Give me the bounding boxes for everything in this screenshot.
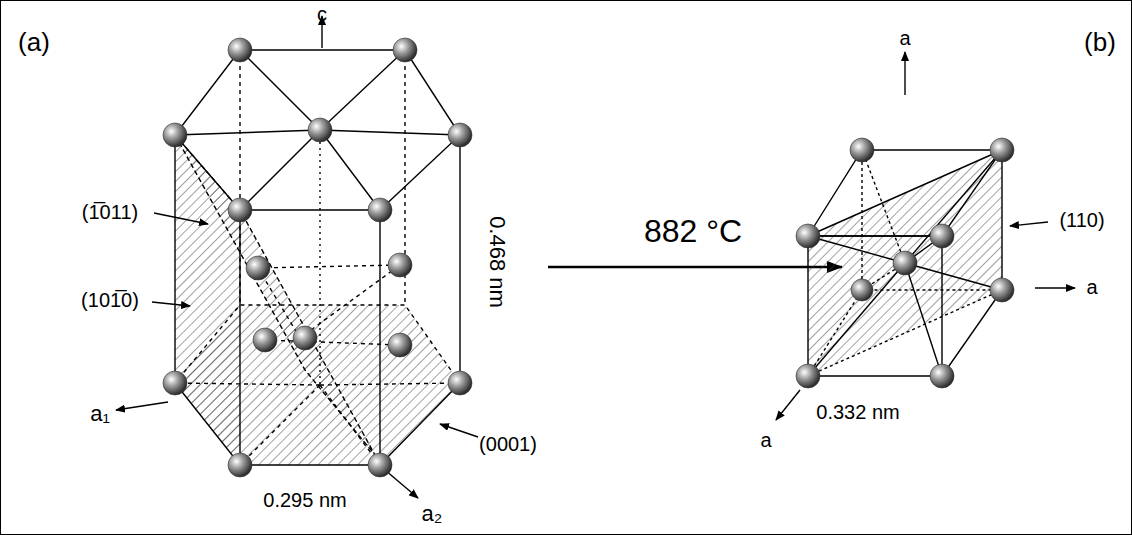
dimension-label: 0.295 nm	[263, 489, 346, 511]
plane-label: (110)	[1059, 209, 1104, 231]
plane-label: (101̅0)	[81, 289, 139, 311]
hcp-cell	[116, 16, 478, 498]
plane-label: (1̅011)	[82, 201, 138, 223]
axis-label: a₂	[422, 502, 443, 526]
dimension-label: 0.468 nm	[485, 216, 509, 308]
axis-label: c	[317, 3, 327, 25]
dimension-label: 0.332 nm	[816, 401, 899, 423]
axis-label: a	[899, 27, 910, 49]
bcc-atoms	[796, 138, 1014, 388]
axis-label: a	[1086, 276, 1097, 298]
panel-label: (b)	[1084, 28, 1116, 57]
axis-label: a₁	[90, 402, 110, 426]
bcc-cell	[776, 52, 1075, 420]
temperature-label: 882 °C	[644, 214, 742, 249]
plane-label: (0001)	[479, 433, 537, 455]
panel-label: (a)	[18, 28, 50, 57]
hcp-atoms	[163, 38, 472, 477]
transition-arrow	[548, 266, 842, 269]
axis-label: a	[760, 429, 771, 451]
